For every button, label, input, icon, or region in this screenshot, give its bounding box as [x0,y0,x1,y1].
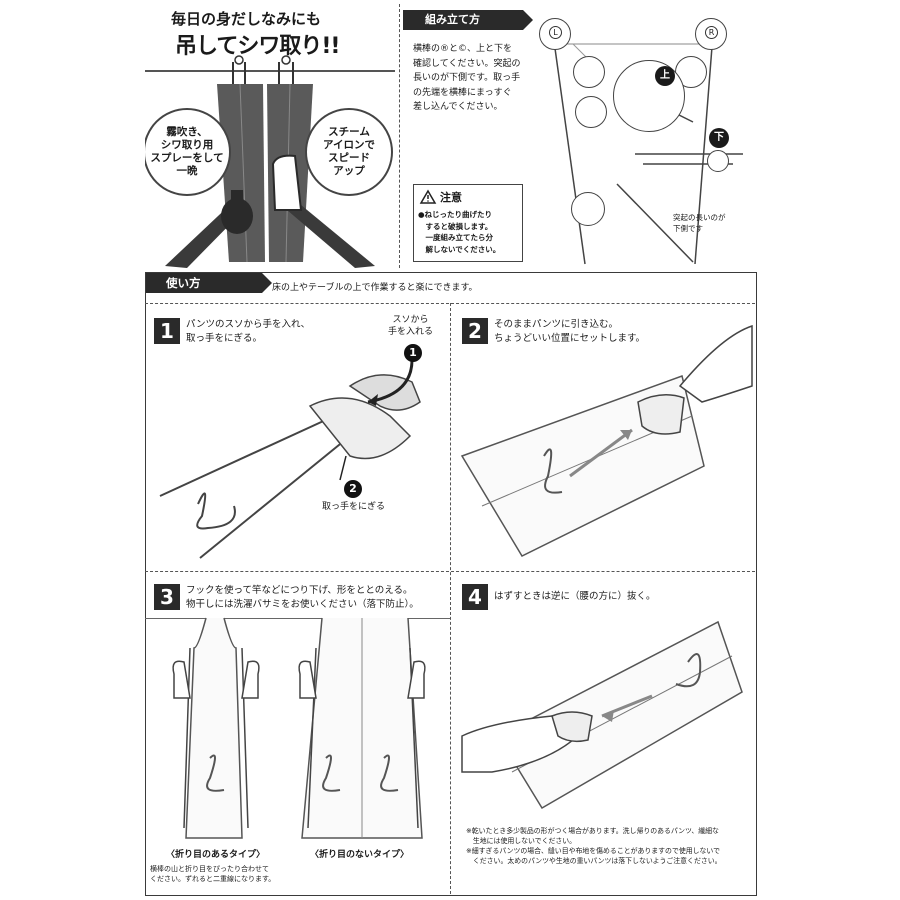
step-3-caption-left: 〈折り目のあるタイプ〉 [166,850,266,860]
top-divider [399,4,400,268]
step-1-callout-1-badge: 1 [404,344,422,362]
assembly-header-arrow [523,10,533,30]
step-3-number: 3 [154,584,180,610]
step-1-illustration [159,359,421,559]
steam-iron-bubble: スチーム アイロンで スピード アップ [305,108,393,196]
usage-center-divider [450,303,451,894]
step-3-note: 横棒の山と折り目をぴったり合わせて ください。ずれると二重線になります。 [150,865,276,883]
step-3-illustration-folded [172,617,260,839]
step-3-caption-right: 〈折り目のないタイプ〉 [310,850,410,860]
pants-illustration [165,55,375,268]
zoom-circle-up [613,60,685,132]
down-badge: 下 [709,128,729,148]
assembly-panel: 組み立て方 横棒の®と©、上と下を 確認してください。突起の 長いのが下側です。… [403,4,755,266]
spray-bubble: 霧吹き、 シワ取り用 スプレーをして 一晩 [145,108,231,196]
usage-header-arrow [262,273,272,293]
assembly-header: 組み立て方 [403,10,523,30]
zoom-circle-mid [575,96,607,128]
step-4-illustration [461,620,743,810]
left-bar-circle: L [539,18,571,50]
zoom-circle-small-left [573,56,605,88]
usage-mid-divider [145,571,755,572]
usage-frame [145,272,757,896]
hero-panel: 毎日の身だしなみにも 吊してシワ取り!! 霧吹き、 シワ取り用 スプレーをして … [145,4,395,268]
caution-box: 注意 ●ねじったり曲げたり すると破損します。 一度組み立てたら分 解しないでく… [413,184,523,262]
left-bar-mark: L [549,26,562,39]
step-4-number: 4 [462,584,488,610]
zoom-circle-low [571,192,605,226]
step-3-pole [145,618,450,619]
right-bar-circle: R [695,18,727,50]
caution-text: ●ねじったり曲げたり すると破損します。 一度組み立てたら分 解しないでください… [418,210,501,254]
usage-intro: 床の上やテーブルの上で作業すると楽にできます。 [272,283,478,293]
assembly-instructions: 横棒の®と©、上と下を 確認してください。突起の 長いのが下側です。取っ手 の先… [413,44,521,112]
caution-title: 注意 [440,191,462,204]
step-4-text: はずすときは逆に（腰の方に）抜く。 [494,591,656,602]
step-3-text: フックを使って竿などにつり下げ、形をととのえる。 物干しには洗濯バサミをお使いく… [186,585,419,610]
protrusion-note: 突起の長いのが 下側です [673,213,726,233]
step-3-illustration-unfolded [298,617,426,839]
step-1-callout-2-badge: 2 [344,480,362,498]
up-badge: 上 [655,66,675,86]
usage-footnotes: ※乾いたとき多少製品の形がつく場合があります。洗し帰りのあるパンツ、繊細な 生地… [466,827,722,865]
step-2-number: 2 [462,318,488,344]
step-2-text: そのままパンツに引き込む。 ちょうどいい位置にセットします。 [494,319,646,344]
warning-icon [419,189,437,204]
hero-title: 吊してシワ取り!! [175,34,340,59]
down-connector-circle [707,150,729,172]
step-1-number: 1 [154,318,180,344]
step-2-illustration [460,324,753,557]
step-1-callout-2: 取っ手をにぎる [322,502,386,512]
step-1-text: パンツのスソから手を入れ、 取っ手をにぎる。 [186,319,311,344]
usage-header: 使い方 [146,273,262,293]
step-1-callout-1: スソから 手を入れる [388,315,434,337]
hanging-rod [145,70,395,72]
hero-subtitle: 毎日の身だしなみにも [171,10,322,28]
right-bar-mark: R [705,26,718,39]
